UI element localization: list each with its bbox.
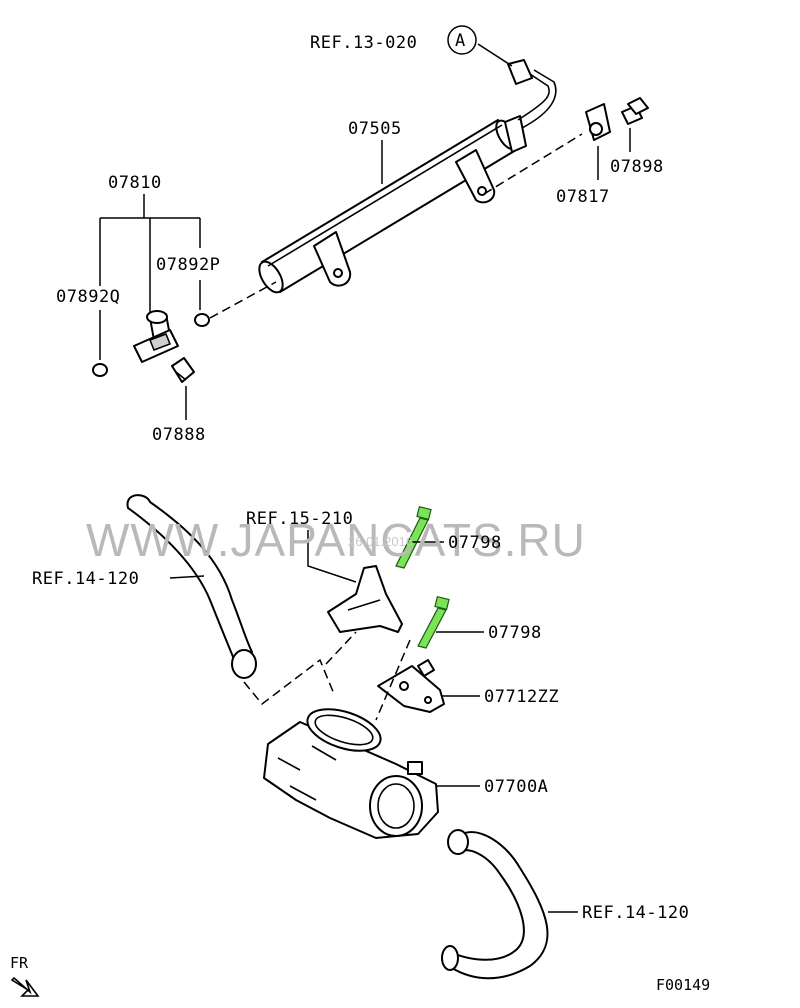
watermark-date: 26.01.2016	[348, 534, 413, 549]
label-ref-15-210[interactable]: REF.15-210	[246, 509, 353, 529]
label-07892q[interactable]: 07892Q	[56, 287, 120, 307]
gasket-07712zz[interactable]	[377, 659, 445, 713]
bracket-07817[interactable]	[585, 103, 611, 141]
label-07888[interactable]: 07888	[152, 425, 206, 445]
bolt-07798-top[interactable]	[395, 505, 432, 569]
fuel-feed-pipe	[507, 59, 557, 129]
label-circle-a: A	[455, 31, 466, 51]
front-arrow-icon	[10, 976, 40, 997]
leader-lines	[99, 43, 631, 913]
label-07898[interactable]: 07898	[610, 157, 664, 177]
o-ring-07892p[interactable]	[194, 313, 210, 327]
clip-07888[interactable]	[171, 357, 195, 383]
figure-code: F00149	[656, 976, 710, 994]
label-ref-13-020[interactable]: REF.13-020	[310, 33, 417, 53]
label-07798-bottom[interactable]: 07798	[488, 623, 542, 643]
label-07700a[interactable]: 07700A	[484, 777, 548, 797]
fuel-rail-07505[interactable]	[255, 115, 527, 296]
label-07712zz[interactable]: 07712ZZ	[484, 687, 559, 707]
label-ref-14-120-right[interactable]: REF.14-120	[582, 903, 689, 923]
bracket-ref-15-210	[325, 565, 403, 665]
reference-circle-a	[447, 25, 477, 55]
label-07817[interactable]: 07817	[556, 187, 610, 207]
label-ref-14-120-left[interactable]: REF.14-120	[32, 569, 139, 589]
o-ring-07892q[interactable]	[92, 363, 108, 377]
label-07798-top[interactable]: 07798	[448, 533, 502, 553]
label-07892p[interactable]: 07892P	[156, 255, 220, 275]
bolt-07798-bottom[interactable]	[417, 595, 450, 649]
watermark-text: WWW.JAPANCATS.RU	[86, 514, 586, 566]
hose-upper	[126, 494, 257, 679]
label-07505[interactable]: 07505	[348, 119, 402, 139]
throttle-body-07700a[interactable]	[263, 701, 439, 839]
label-07810[interactable]: 07810	[108, 173, 162, 193]
hose-lower	[441, 829, 549, 980]
label-fr: FR	[10, 954, 29, 972]
bolt-07898[interactable]	[621, 97, 649, 125]
injector-07810[interactable]	[133, 310, 179, 363]
